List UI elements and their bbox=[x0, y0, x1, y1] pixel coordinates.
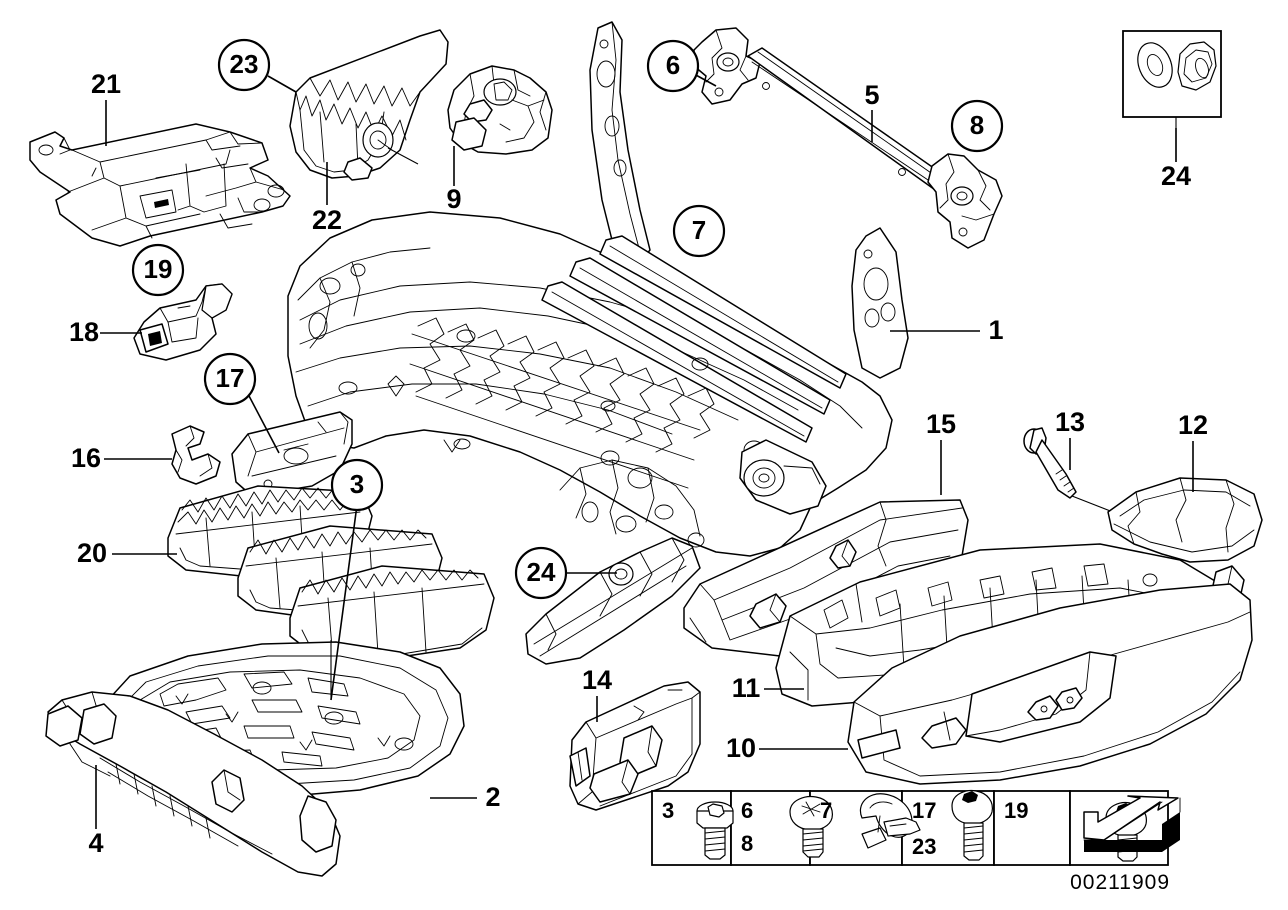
spring-clip-icon bbox=[859, 793, 921, 849]
leader-line bbox=[267, 75, 297, 93]
callout-circle bbox=[131, 243, 185, 297]
callout-number: 16 bbox=[71, 443, 101, 473]
callout-number: 20 bbox=[77, 538, 107, 568]
callout-number: 11 bbox=[732, 673, 761, 703]
torx-button-head-screw-icon bbox=[951, 789, 993, 861]
callout-number: 15 bbox=[926, 409, 956, 439]
callout-16-retaining-clip: 16 bbox=[71, 443, 172, 473]
callout-number: 6 bbox=[666, 50, 680, 80]
callout-number: 19 bbox=[144, 254, 173, 284]
callout-10-outer-side-trim: 10 bbox=[726, 733, 848, 763]
callout-number: 1 bbox=[988, 315, 1003, 345]
callout-circle bbox=[672, 204, 726, 258]
callout-number: 17 bbox=[216, 363, 245, 393]
part-12-trim-end-cap bbox=[1107, 477, 1263, 563]
callout-number: 5 bbox=[864, 80, 879, 110]
callout-number: 4 bbox=[88, 828, 103, 858]
part-17-seat-rail bbox=[231, 411, 353, 497]
callout-number: 9 bbox=[446, 184, 461, 214]
callout-9-motor-bracket: 9 bbox=[446, 146, 462, 214]
callout-number: 14 bbox=[582, 665, 612, 695]
part-16-retaining-clip bbox=[171, 425, 221, 485]
legend-label-6: 6 bbox=[741, 798, 753, 823]
callout-1-seat-frame-assembly: 1 bbox=[890, 315, 1004, 345]
part-15-rail-cover bbox=[683, 499, 969, 657]
callout-circle bbox=[217, 38, 271, 92]
callout-number: 3 bbox=[350, 469, 364, 499]
callout-13-long-bolt: 13 bbox=[1055, 407, 1085, 470]
callout-number: 7 bbox=[692, 215, 706, 245]
callout-circle bbox=[646, 39, 700, 93]
part-20-seat-heating-mat bbox=[167, 485, 443, 621]
legend-label-7: 7 bbox=[820, 798, 832, 823]
callout-20-seat-heating-mat: 20 bbox=[77, 538, 177, 568]
callout-number: 24 bbox=[527, 557, 556, 587]
callout-2-seat-pan-shell: 2 bbox=[430, 782, 501, 812]
callout-5-cross-strut: 5 bbox=[864, 80, 880, 142]
callout-number: 13 bbox=[1055, 407, 1085, 437]
legend-label-23: 23 bbox=[912, 834, 936, 859]
part-21-seat-pan-bracket bbox=[29, 123, 291, 247]
callout-22-side-trim-lower: 22 bbox=[312, 162, 342, 235]
callout-number: 22 bbox=[312, 205, 342, 235]
legend-label-17: 17 bbox=[912, 798, 936, 823]
callout-number: 2 bbox=[485, 782, 500, 812]
leader-line bbox=[330, 504, 358, 701]
callout-23-side-trim-carrier: 23 bbox=[217, 38, 297, 93]
legend-label-3: 3 bbox=[662, 798, 674, 823]
part-1-seat-frame-assembly bbox=[287, 21, 909, 665]
callout-number: 10 bbox=[726, 733, 756, 763]
pan-head-cross-screw-icon bbox=[789, 795, 833, 858]
diagram-id-number: 00211909 bbox=[1070, 871, 1170, 894]
part-9-motor-bracket bbox=[447, 65, 553, 155]
part-10-outer-side-trim bbox=[847, 583, 1253, 785]
callout-19-screw-19: 19 bbox=[131, 243, 185, 297]
part-14-seat-switch-unit bbox=[569, 681, 701, 811]
leader-line bbox=[693, 73, 717, 87]
socket-head-cap-screw-icon bbox=[696, 801, 734, 860]
legend-label-19: 19 bbox=[1004, 798, 1028, 823]
callout-3-screw-3: 3 bbox=[330, 458, 384, 701]
callout-number: 12 bbox=[1178, 410, 1208, 440]
callout-circle bbox=[330, 458, 384, 512]
callout-14-seat-switch-unit: 14 bbox=[582, 665, 612, 722]
callout-12-trim-end-cap: 12 bbox=[1178, 410, 1208, 492]
arrow-direction-symbol-icon bbox=[1083, 795, 1181, 852]
part-13-long-bolt bbox=[1023, 427, 1119, 515]
legend-label-8: 8 bbox=[741, 831, 753, 856]
callout-11-trim-carrier-inner: 11 bbox=[732, 673, 804, 703]
callout-number: 8 bbox=[970, 110, 984, 140]
callout-18-switch-holder: 18 bbox=[69, 317, 142, 347]
callout-circle bbox=[203, 352, 257, 406]
part-18-switch-holder bbox=[133, 283, 233, 361]
callout-number: 21 bbox=[91, 69, 121, 99]
callout-8-screw-8: 8 bbox=[950, 99, 1004, 153]
callout-4-front-cover: 4 bbox=[88, 765, 104, 858]
callout-15-rail-cover: 15 bbox=[926, 409, 956, 495]
callout-number: 23 bbox=[230, 49, 259, 79]
callout-24-washer-and-nut: 24 bbox=[514, 546, 617, 600]
part-4-front-cover bbox=[45, 691, 341, 877]
callout-7-clip-7: 7 bbox=[672, 204, 726, 258]
callout-number: 24 bbox=[1161, 161, 1191, 191]
callout-number: 18 bbox=[69, 317, 99, 347]
inset-washer-nut-box bbox=[1122, 30, 1222, 162]
callout-circle bbox=[514, 546, 568, 600]
callout-21-seat-pan-bracket: 21 bbox=[91, 69, 121, 146]
leader-line bbox=[247, 393, 280, 454]
callout-6-screw-6: 6 bbox=[646, 39, 717, 93]
legend-strip bbox=[651, 789, 1181, 866]
callout-circle bbox=[950, 99, 1004, 153]
callout-17-screw-17: 17 bbox=[203, 352, 280, 454]
part-22-side-trim-lower bbox=[289, 29, 449, 181]
callout-24-washer-and-nut: 24 bbox=[1161, 128, 1191, 191]
legend-cell-19 bbox=[993, 790, 1071, 866]
